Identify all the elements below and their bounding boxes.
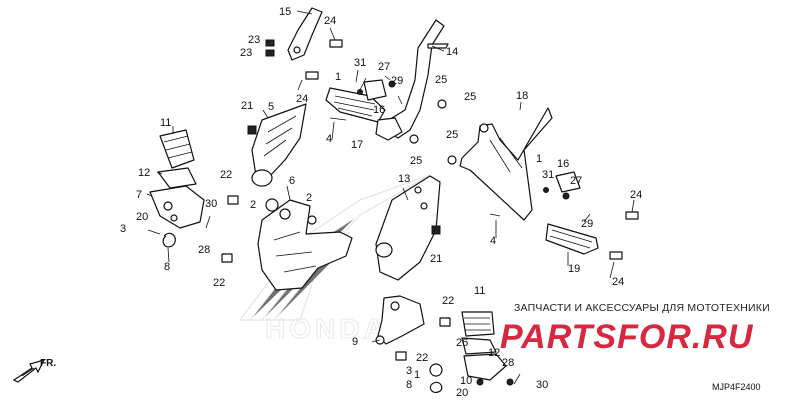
callout-19: 19: [568, 263, 580, 275]
callout-12: 12: [488, 347, 500, 359]
callout-20: 20: [456, 387, 468, 399]
callout-11: 11: [160, 117, 171, 129]
callout-1: 1: [335, 71, 341, 83]
callout-27: 27: [570, 175, 582, 187]
callout-30: 30: [205, 198, 217, 210]
callout-15: 15: [279, 6, 291, 18]
callout-3: 3: [406, 365, 412, 377]
callout-24: 24: [324, 15, 336, 27]
callout-12: 12: [138, 167, 150, 179]
callout-10: 10: [460, 375, 472, 387]
callout-25: 25: [435, 74, 447, 86]
callout-24: 24: [612, 276, 624, 288]
callout-27: 27: [378, 61, 390, 73]
callout-16: 16: [557, 158, 569, 170]
callout-23: 23: [248, 34, 260, 46]
callout-29: 29: [581, 218, 593, 230]
callout-14: 14: [446, 46, 458, 58]
part-9-bracket: [377, 295, 425, 345]
callout-31: 31: [542, 169, 554, 181]
callout-20: 20: [136, 211, 148, 223]
callout-3: 3: [120, 223, 126, 235]
callout-24: 24: [296, 93, 308, 105]
leader-lines: [146, 10, 635, 343]
watermark-text: HONDA: [265, 313, 388, 344]
callout-28: 28: [198, 244, 210, 256]
callout-26: 26: [456, 337, 468, 349]
callout-22: 22: [416, 352, 428, 364]
callout-25: 25: [410, 155, 422, 167]
callout-23: 23: [240, 47, 252, 59]
part-6-main-bracket: [257, 199, 353, 291]
part-16-plate: [363, 79, 387, 101]
callout-25: 25: [464, 91, 476, 103]
callout-22: 22: [220, 169, 232, 181]
part-16-plate-right: [555, 171, 581, 193]
callout-22: 22: [213, 277, 225, 289]
callout-21: 21: [430, 253, 442, 265]
part-7-mount-lower: [463, 353, 507, 381]
part-18-bracket: [459, 107, 553, 221]
callout-11: 11: [474, 285, 485, 297]
callout-8: 8: [164, 261, 170, 273]
callout-1: 1: [414, 369, 420, 381]
callout-1: 1: [536, 153, 542, 165]
part-11-footpeg-left: [159, 129, 195, 169]
document-code: MJP4F2400: [712, 382, 761, 392]
callout-22: 22: [442, 295, 454, 307]
part-8-spring: [162, 232, 176, 248]
callout-31: 31: [354, 57, 366, 69]
site-caption: ЗАПЧАСТИ И АКСЕССУАРЫ ДЛЯ МОТОТЕХНИКИ: [514, 302, 770, 314]
callout-13: 13: [398, 173, 410, 185]
callout-2: 2: [250, 199, 256, 211]
callout-18: 18: [516, 90, 528, 102]
fr-label: FR.: [40, 358, 56, 369]
callout-6: 6: [289, 175, 295, 187]
part-15-bracket: [287, 7, 323, 61]
site-logo[interactable]: PARTSFOR.RU: [500, 318, 754, 356]
callout-4: 4: [326, 133, 332, 145]
callout-2: 2: [306, 192, 312, 204]
callout-21: 21: [241, 100, 253, 112]
callout-9: 9: [352, 336, 358, 348]
callout-16: 16: [373, 104, 385, 116]
part-12-bracket-lower: [461, 337, 497, 355]
callout-30: 30: [536, 379, 548, 391]
callout-25: 25: [446, 129, 458, 141]
callout-7: 7: [136, 189, 142, 201]
front-direction-arrow: FR.: [12, 358, 56, 383]
callout-24: 24: [630, 189, 642, 201]
part-7-peg-mount: [149, 185, 205, 229]
callout-29: 29: [391, 75, 403, 87]
callout-5: 5: [268, 101, 274, 113]
part-8-spring-lower: [429, 381, 443, 393]
callout-17: 17: [351, 139, 363, 151]
callout-4: 4: [490, 235, 496, 247]
part-12-bracket: [157, 167, 197, 189]
callout-28: 28: [502, 357, 514, 369]
callout-8: 8: [406, 379, 412, 391]
part-5-heel-guard: [251, 103, 307, 179]
callout-numbers: 15 24 23 23 14 31 27 1 29 25 24 25 18 5 …: [120, 6, 642, 399]
